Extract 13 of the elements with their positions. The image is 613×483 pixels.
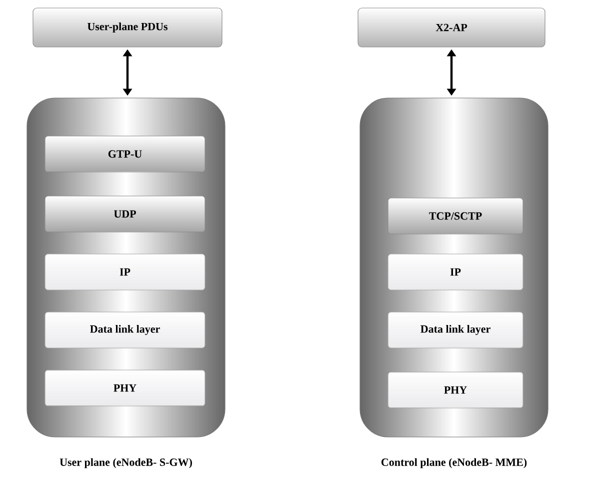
layer-box: Data link layer [388,312,524,348]
node-label: Control plane (eNodeB- MME) [381,458,527,468]
node-label: User plane (eNodeB- S-GW) [60,458,192,468]
layer-box: TCP/SCTP [388,198,524,234]
layer-box: UDP [44,196,206,232]
layer-box: IP [388,254,524,290]
layer-box: IP [44,254,206,290]
protocol-box: User-plane PDUs [32,8,222,48]
layer-box: PHY [44,370,206,406]
layer-box: PHY [388,372,524,408]
layer-box: GTP-U [44,136,206,172]
layer-box: Data link layer [44,312,206,348]
protocol-box: X2-AP [358,8,546,48]
